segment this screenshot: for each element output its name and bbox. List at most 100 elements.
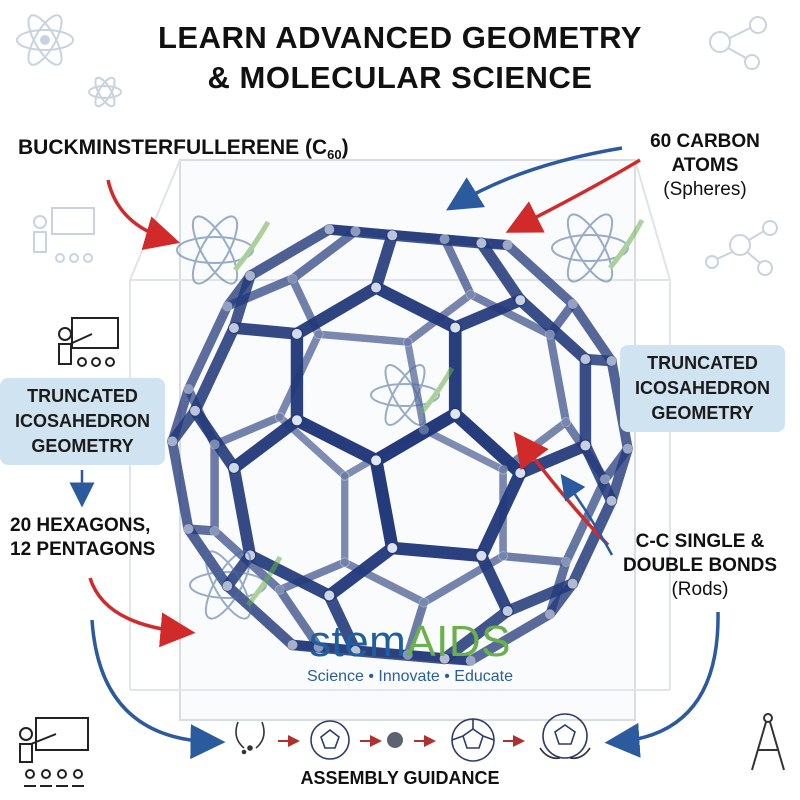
bond-rod [244,549,336,602]
carbon-node [580,354,591,365]
bond-rod [210,413,284,449]
carbon-node [544,609,555,620]
carbon-node [476,550,487,561]
carbon-node [350,645,361,656]
carbon-node [167,436,178,447]
bond-rod [314,330,412,346]
carbon-node [222,301,233,312]
bond-rod [475,237,526,306]
bond-rod [369,281,462,334]
assembly-step-hands [235,721,265,755]
faces-line-1: 20 HEXAGONS, [10,515,151,536]
bond-rod [403,598,429,659]
carbon-node [274,584,285,595]
carbon-node [287,273,298,284]
bond-rod [228,270,256,334]
geometry-right-line-3: GEOMETRY [651,403,754,423]
classroom-teacher-icon [58,317,119,367]
bond-rod [275,585,323,652]
carbon-node [439,234,450,245]
carbon-node [350,226,361,237]
bond-rod [369,453,399,555]
bond-rod [465,609,555,666]
callout-arrows [69,146,720,760]
carbon-node [402,649,413,660]
compass-icon [751,713,785,771]
bond-rod [244,224,335,281]
carbon-node [291,415,302,426]
brand-tagline: Science • Innovate • Educate [307,668,513,685]
bonds-line-3: (Rods) [671,579,729,600]
geometry-left-line-1: TRUNCATED [27,386,138,406]
carbon-node [339,470,350,481]
carbon-node [465,655,476,666]
carbon-node [228,462,239,473]
classroom-icon [19,717,89,787]
bond-rod [323,224,398,241]
arrow-atoms-1 [446,146,623,211]
bond-rod [228,461,257,562]
assembly-step-ball [451,718,495,762]
brand-aids: AIDS [406,617,512,666]
carbon-node [371,455,382,466]
page-title: LEARN ADVANCED GEOMETRY & MOLECULAR SCIE… [0,18,800,98]
carbon-node [502,240,513,251]
bond-rod [502,240,578,309]
bond-rod [449,294,527,334]
carbon-node [561,417,572,428]
carbon-node [606,495,617,506]
bond-rod [349,645,451,665]
carbon-node [498,464,509,475]
arrow-assembly-right [604,611,720,758]
arrow-buckminster [106,179,181,251]
carbon-node [190,405,201,416]
carbon-node [502,606,513,617]
bond-rod [221,549,256,592]
carbon-node [313,329,324,340]
carbon-node [567,578,578,589]
buckminster-close: ) [341,136,349,159]
carbon-node [324,224,335,235]
carbon-node [622,443,633,454]
bond-rod [166,405,201,447]
carbon-node [561,557,572,568]
atoms-line-1: 60 CARBON [650,131,760,152]
carbon-node [418,597,429,608]
bond-rod [227,414,304,474]
bond-rod [440,234,475,299]
carbon-node [228,322,239,333]
bond-rod [386,229,487,249]
carbon-node [209,525,220,536]
carbon-node [580,440,591,451]
carbon-node [439,653,450,664]
bond-rod [567,299,617,366]
bond-rod [606,443,633,507]
bond-rod [228,322,303,340]
bond-rod [222,580,298,651]
background-molecule-icon [705,16,778,276]
carbon-node [339,557,350,568]
carbon-node [418,424,429,435]
carbon-node [274,412,285,423]
carbon-node [222,580,233,591]
bond-rod [475,466,527,562]
bond-rod [275,558,349,594]
buckminsterfullerene-label: BUCKMINSTERFULLERENE (C60) [18,136,349,162]
background-teacher-icon [33,207,95,263]
bond-rod [183,301,232,394]
carbon-node [371,282,382,293]
carbon-node [209,439,220,450]
bond-rod [369,407,462,467]
background-atom-icon [16,14,122,108]
bond-rod [386,541,488,563]
bond-rod [475,549,514,618]
carbon-node [387,230,398,241]
bond-rod [498,552,571,567]
carbon-node [245,270,256,281]
bond-rod [579,439,618,507]
bond-rod [167,436,194,534]
buckminster-subscript: 60 [327,147,342,163]
assembly-guidance-label: ASSEMBLY GUIDANCE [300,768,500,788]
brand-stem: stem [308,617,407,666]
arrow-assembly-left [90,619,226,760]
